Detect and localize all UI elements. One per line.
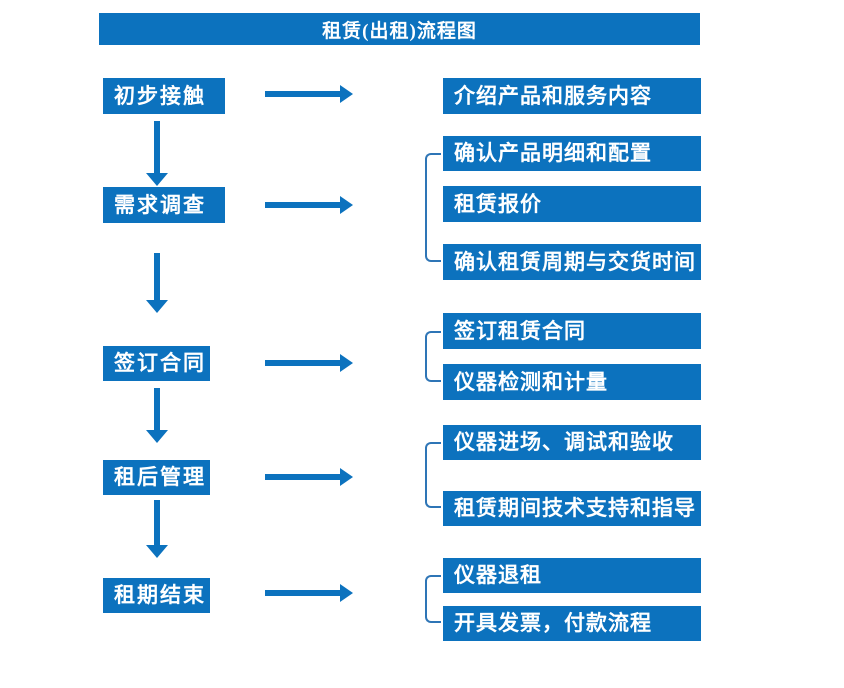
right-arrow-5	[265, 584, 353, 602]
step-post-rental-mgmt: 租后管理	[103, 460, 210, 495]
right-arrow-3	[265, 354, 353, 372]
step-rental-end: 租期结束	[103, 578, 210, 613]
detail-instrument-return: 仪器退租	[443, 558, 701, 593]
right-arrow-1	[265, 85, 353, 103]
detail-instrument-acceptance: 仪器进场、调试和验收	[443, 425, 701, 460]
detail-confirm-product-config: 确认产品明细和配置	[443, 136, 701, 171]
step-initial-contact: 初步接触	[103, 78, 225, 114]
right-arrow-2	[265, 196, 353, 214]
bracket-connector-sign-contract	[425, 331, 441, 382]
bracket-connector-demand-survey	[425, 153, 441, 262]
flowchart-title: 租赁(出租)流程图	[99, 13, 700, 45]
bracket-connector-post-rental	[425, 442, 441, 508]
right-arrow-4	[265, 468, 353, 486]
step-demand-survey: 需求调查	[103, 187, 225, 223]
down-arrow-1	[146, 121, 168, 186]
bracket-connector-rental-end	[425, 575, 441, 623]
detail-invoice-payment: 开具发票，付款流程	[443, 606, 701, 641]
detail-sign-rental-contract: 签订租赁合同	[443, 313, 701, 349]
detail-confirm-period-delivery: 确认租赁周期与交货时间	[443, 244, 701, 280]
down-arrow-4	[146, 500, 168, 558]
down-arrow-3	[146, 388, 168, 443]
down-arrow-2	[146, 253, 168, 313]
detail-rental-quotation: 租赁报价	[443, 186, 701, 222]
step-sign-contract: 签订合同	[103, 346, 210, 381]
detail-introduce-products: 介绍产品和服务内容	[443, 78, 701, 114]
detail-tech-support: 租赁期间技术支持和指导	[443, 491, 701, 526]
detail-instrument-testing: 仪器检测和计量	[443, 364, 701, 400]
